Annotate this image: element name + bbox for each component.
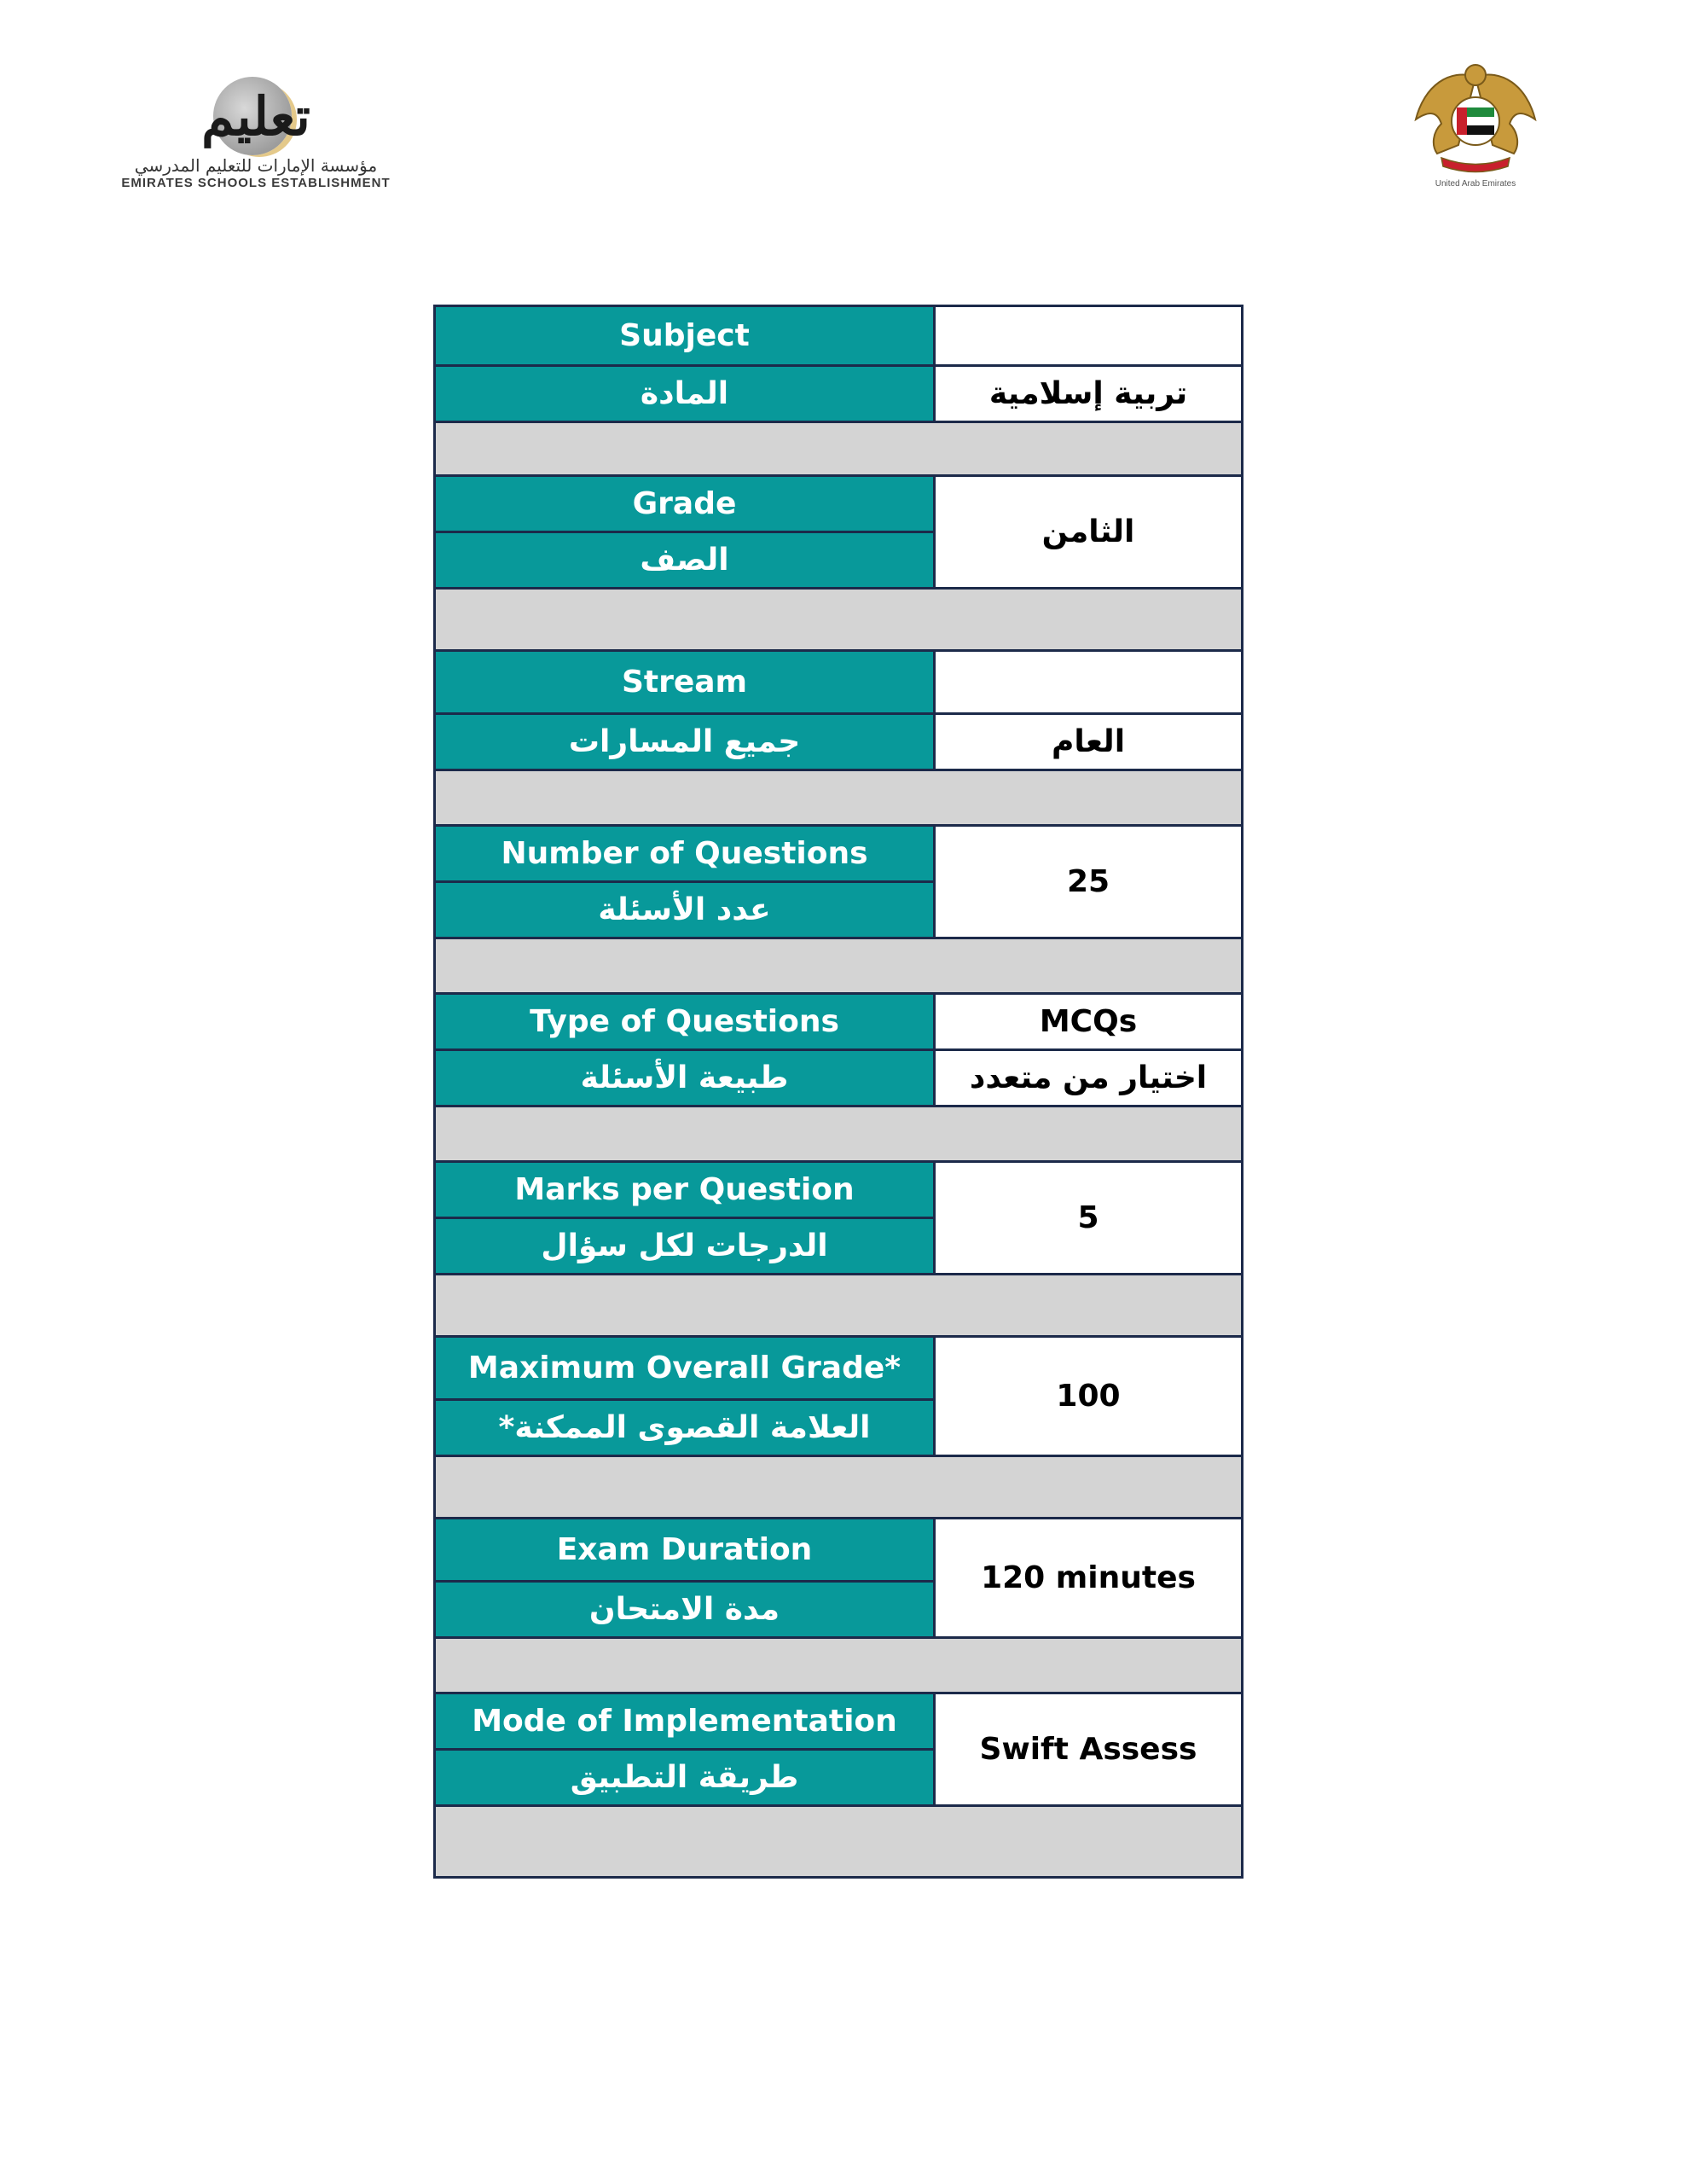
row-border [436,824,1241,827]
label-grade-ar: الصف [436,533,933,587]
label-stream-en: Stream [436,652,933,715]
row-border [436,421,1241,423]
cell-divider [936,1048,1241,1051]
label-subject-en: Subject [436,307,933,367]
row-border [436,1455,1241,1457]
row-spacer [436,1107,1241,1160]
label-type-questions-en: Type of Questions [436,995,933,1051]
row-border [436,1160,1241,1163]
column-divider [933,1163,936,1273]
label-mode-ar: طريقة التطبيق [436,1751,933,1804]
row-border [436,937,1241,939]
row-border [436,1692,1241,1694]
label-grade-en: Grade [436,477,933,533]
row-spacer [436,590,1241,649]
logo-arabic-name: مؤسسة الإمارات للتعليم المدرسي [134,155,378,176]
column-divider [933,1338,936,1455]
label-stream-ar: جميع المسارات [436,715,933,769]
value-grade: الثامن [936,477,1241,587]
row-spacer [436,423,1241,474]
row-border [436,1804,1241,1807]
value-duration: 120 minutes [936,1519,1241,1636]
value-subject: تربية إسلامية [936,367,1241,421]
row-border [436,474,1241,477]
value-num-questions: 25 [936,827,1241,937]
value-stream: العام [936,715,1241,769]
row-spacer [436,939,1241,992]
row-spacer [436,771,1241,824]
label-mode-en: Mode of Implementation [436,1694,933,1751]
row-spacer [436,1639,1241,1692]
value-type-questions-en: MCQs [936,995,1241,1048]
emblem-caption: United Arab Emirates [1435,179,1516,189]
row-spacer [436,1457,1241,1517]
row-border [436,649,1241,652]
row-border [436,992,1241,995]
cell-divider [936,712,1241,715]
value-marks: 5 [936,1163,1241,1273]
value-max-grade: 100 [936,1338,1241,1455]
row-border [436,1335,1241,1338]
label-type-questions-ar: طبيعة الأسئلة [436,1051,933,1105]
column-divider [933,477,936,587]
cell-divider [936,364,1241,367]
label-max-grade-en: Maximum Overall Grade* [436,1338,933,1401]
label-marks-en: Marks per Question [436,1163,933,1219]
logo-circle-icon [213,77,292,155]
uae-falcon-emblem-icon [1414,64,1537,173]
column-divider [933,307,936,421]
row-border [436,587,1241,590]
row-spacer [436,1275,1241,1335]
label-subject-ar: المادة [436,367,933,421]
label-duration-ar: مدة الامتحان [436,1583,933,1636]
label-num-questions-en: Number of Questions [436,827,933,883]
row-border [436,1273,1241,1275]
uae-emblem: United Arab Emirates [1407,60,1544,196]
row-border [436,1517,1241,1519]
row-border [436,1636,1241,1639]
value-subject-top [936,307,1241,364]
logo-english-name: EMIRATES SCHOOLS ESTABLISHMENT [121,176,391,190]
row-spacer [436,1807,1241,1876]
value-type-questions-ar: اختيار من متعدد [936,1051,1241,1105]
label-max-grade-ar: العلامة القصوى الممكنة* [436,1401,933,1455]
column-divider [933,827,936,937]
logo-script-text: تعليم [201,85,310,148]
value-stream-top [936,652,1241,712]
column-divider [933,652,936,769]
row-border [436,769,1241,771]
label-marks-ar: الدرجات لكل سؤال [436,1219,933,1273]
column-divider [933,1694,936,1804]
emirates-schools-establishment-logo: تعليم مؤسسة الإمارات للتعليم المدرسي EMI… [111,70,401,190]
column-divider [933,995,936,1105]
column-divider [933,1519,936,1636]
value-mode: Swift Assess [936,1694,1241,1804]
label-duration-en: Exam Duration [436,1519,933,1583]
label-num-questions-ar: عدد الأسئلة [436,883,933,937]
exam-info-table: Subject المادة تربية إسلامية Grade الصف … [433,305,1244,1879]
row-border [436,1105,1241,1107]
